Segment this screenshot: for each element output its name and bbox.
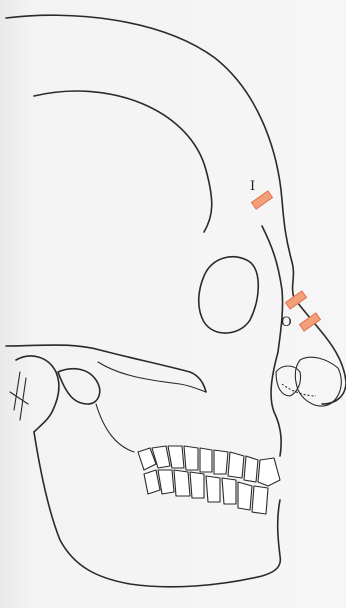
mastoid-region (16, 356, 59, 432)
ramus-inner (96, 404, 134, 452)
nasal-cartilage (295, 357, 341, 406)
zygomatic-lower (98, 362, 206, 392)
zygomatic-arch (6, 345, 206, 392)
nasal-ala (276, 366, 301, 396)
condyle (58, 369, 100, 404)
cranium-outline (6, 15, 294, 298)
label-point-upper: I (250, 179, 255, 194)
inner-cranial-curve (34, 91, 212, 232)
maxilla-outline (271, 352, 281, 456)
label-point-lower: O (281, 315, 292, 330)
nose-profile (294, 298, 346, 404)
frontal-process (262, 226, 283, 352)
orbit-outline (199, 257, 259, 333)
styloid-lines (10, 372, 28, 420)
